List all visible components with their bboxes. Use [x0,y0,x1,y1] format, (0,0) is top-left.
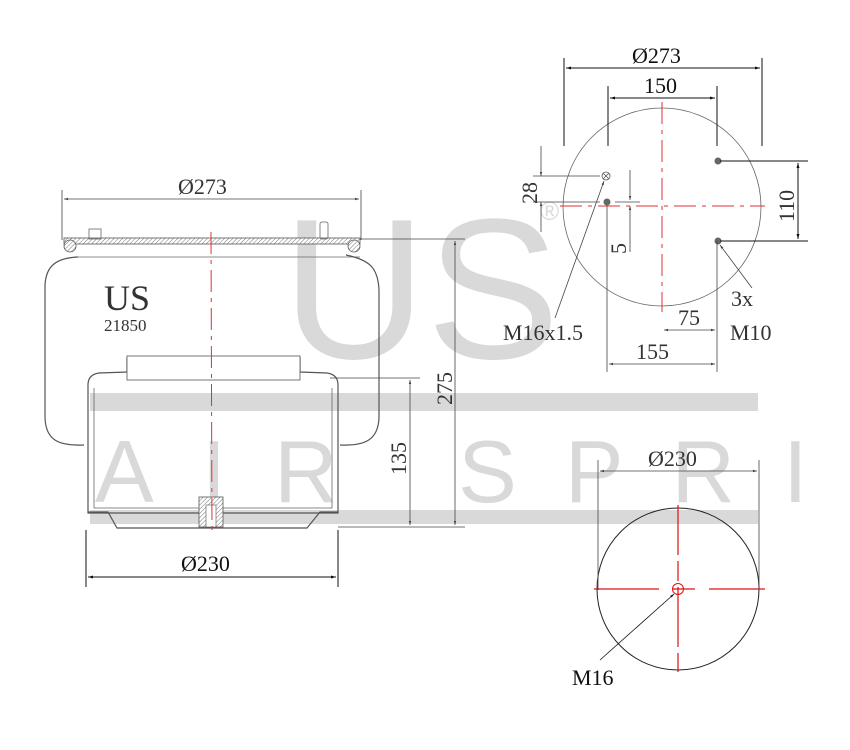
bellow-left [44,256,85,446]
watermark-logo: US [282,178,560,401]
top-plate [63,237,361,245]
stud-thread-label: M10 [730,320,772,345]
top-diameter-label: Ø273 [178,174,227,199]
crimp-right [347,239,361,253]
air-fitting-icon [601,171,611,181]
offset-155-label: 155 [636,339,669,364]
watermark-bar-bottom [90,510,758,524]
side-view: US 21850 Ø273 275 135 Ø230 [44,174,465,587]
top-stud-left [88,228,102,240]
stud-hole-1 [714,157,722,165]
stud-hole-3 [603,198,611,206]
top-view-diameter-label: Ø273 [632,43,681,68]
thread-label: M16 [572,665,614,690]
vertical-spacing-label: 110 [774,190,799,222]
bottom-view: Ø230 M16 [572,446,765,690]
offset-5-label: 5 [606,243,631,254]
crimp-left [63,239,77,253]
air-fitting-leader [554,180,605,319]
offset-75-label: 75 [678,305,700,330]
total-height-label: 275 [432,372,457,405]
stud-spacing-label: 150 [644,73,677,98]
side-centerline [210,231,213,536]
piston-height-label: 135 [386,442,411,475]
stud-hole-2 [714,237,722,245]
air-fitting-label: M16x1.5 [503,320,583,345]
top-stud-right [319,221,329,240]
top-view: Ø273 150 110 28 5 155 75 M16x1.5 3x [503,43,808,372]
brand-label: US [104,278,150,318]
center-thread-hole [672,583,684,595]
watermark-bar-top [90,393,758,411]
stud-leader [719,244,753,289]
bottom-view-diameter-label: Ø230 [648,446,697,471]
thread-leader [599,593,675,661]
part-number: 21850 [104,316,147,335]
bottom-diameter-label: Ø230 [181,551,230,576]
offset-28-label: 28 [517,182,542,204]
watermark-registered-mark: ® [540,196,559,226]
watermark: US ® AIR SPRING [90,178,850,524]
piston-top-boss [126,355,301,381]
bellow-right [339,254,380,446]
stud-count-label: 3x [731,286,753,311]
